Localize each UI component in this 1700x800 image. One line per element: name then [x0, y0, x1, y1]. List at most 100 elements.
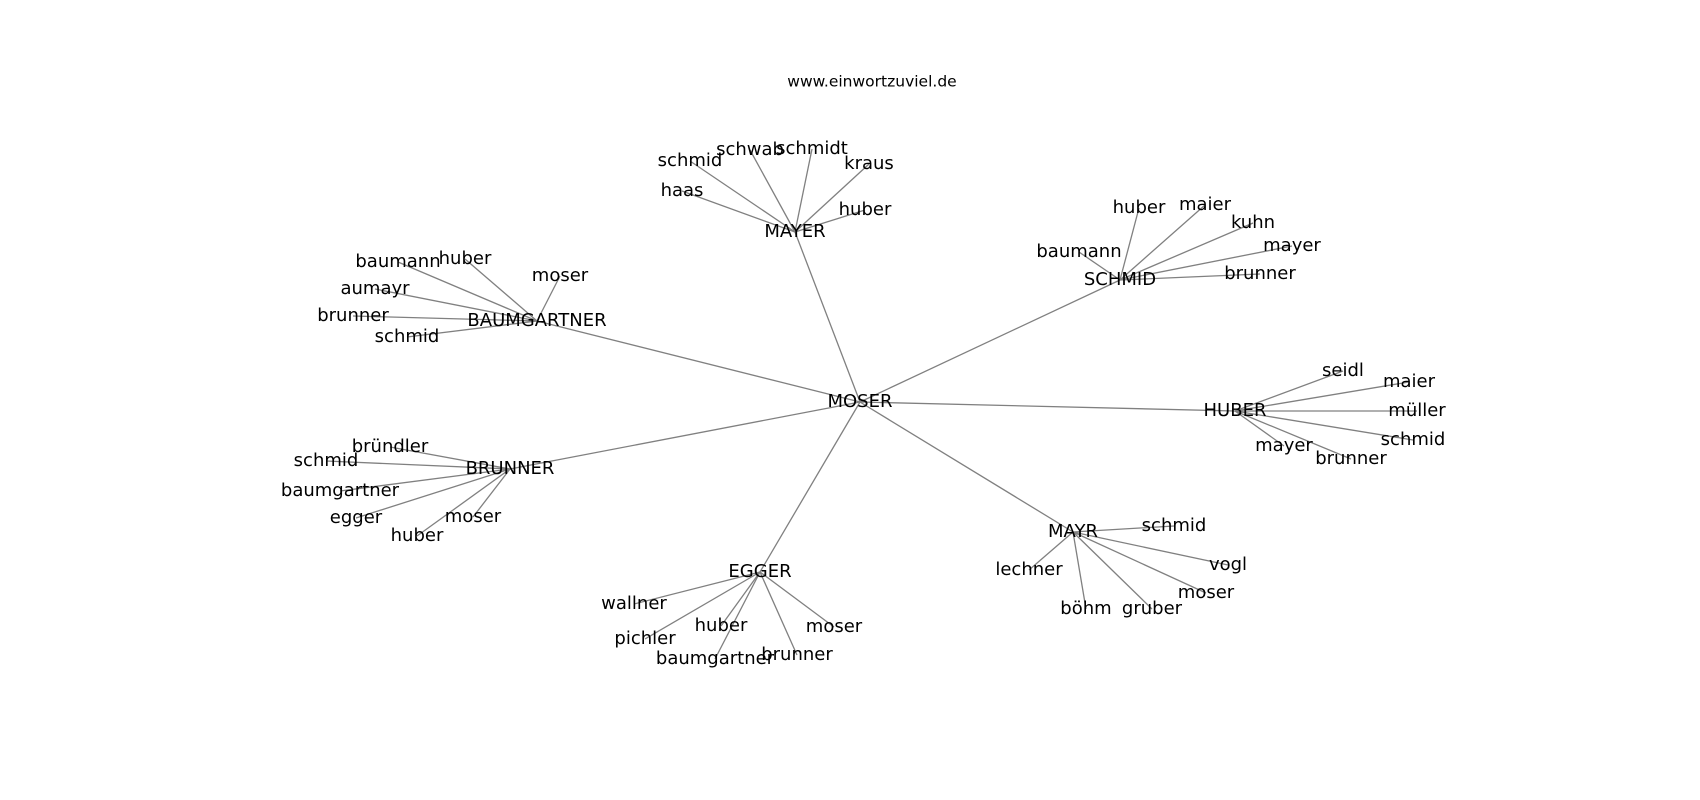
edge-center-schmid [859, 279, 1121, 403]
leaf-node: brunner [317, 305, 389, 326]
cluster-node-mayer: MAYER [764, 221, 825, 242]
leaf-node: aumayr [340, 278, 410, 299]
leaf-node: baumann [1036, 241, 1121, 262]
cluster-node-egger: EGGER [728, 561, 791, 582]
cluster-node-schmid: SCHMID [1084, 269, 1156, 290]
nodes: MOSERMAYERschmidschwabschmidtkraushaashu… [281, 138, 1446, 669]
edge-center-huber [859, 401, 1236, 412]
leaf-node: huber [695, 615, 748, 636]
edge-baumgartner-leaf [536, 275, 561, 322]
leaf-node: müller [1388, 400, 1446, 421]
leaf-node: baumgartner [281, 480, 400, 501]
leaf-node: brunner [761, 644, 833, 665]
edge-brunner-leaf [389, 446, 511, 470]
edge-schmid-leaf [1078, 251, 1121, 281]
edge-schmid-leaf [1119, 273, 1261, 281]
leaf-node: wallner [601, 593, 667, 614]
leaf-node: vogl [1209, 554, 1247, 575]
edge-schmid-leaf [1119, 245, 1293, 281]
edge-egger-leaf [759, 571, 798, 656]
edge-baumgartner-leaf [464, 258, 538, 322]
leaf-node: maier [1383, 371, 1436, 392]
edge-brunner-leaf [339, 468, 511, 492]
edge-egger-leaf [759, 571, 835, 628]
edge-center-egger [759, 401, 861, 573]
cluster-node-huber: HUBER [1204, 400, 1267, 421]
leaf-node: lechner [995, 559, 1063, 580]
leaf-node: huber [1113, 197, 1166, 218]
leaf-node: gruber [1122, 598, 1183, 619]
leaf-node: mayer [1255, 435, 1313, 456]
leaf-node: moser [806, 616, 863, 637]
edge-mayr-leaf [1072, 531, 1229, 566]
edge-mayer-leaf [689, 160, 796, 233]
edge-center-mayr [859, 401, 1074, 533]
edge-huber-leaf [1234, 410, 1285, 447]
edge-mayer-leaf [794, 163, 870, 233]
edge-mayr-leaf [1072, 531, 1207, 594]
edge-center-mayer [794, 231, 861, 403]
edge-mayr-leaf [1072, 531, 1087, 610]
leaf-node: egger [330, 507, 383, 528]
leaf-node: schwab [716, 139, 784, 160]
leaf-node: bründler [352, 436, 429, 457]
leaf-node: schmid [658, 150, 723, 171]
edge-mayr-leaf [1028, 531, 1074, 571]
leaf-node: schmid [1142, 515, 1207, 536]
leaf-node: pichler [614, 628, 676, 649]
edge-brunner-leaf [472, 468, 511, 518]
leaf-node: schmid [375, 326, 440, 347]
edges [325, 148, 1417, 660]
leaf-node: baumgartner [656, 648, 775, 669]
edge-schmid-leaf [1119, 222, 1254, 281]
leaf-node: böhm [1060, 598, 1111, 619]
edge-huber-leaf [1234, 370, 1344, 412]
edge-mayer-leaf [794, 148, 813, 233]
edge-mayer-leaf [749, 149, 796, 233]
center-node: MOSER [827, 391, 892, 412]
cluster-node-mayr: MAYR [1048, 521, 1098, 542]
edge-egger-leaf [714, 571, 761, 660]
edge-mayer-leaf [681, 190, 796, 233]
edge-baumgartner-leaf [406, 320, 538, 338]
edge-mayer-leaf [794, 209, 866, 233]
leaf-node: moser [445, 506, 502, 527]
edge-baumgartner-leaf [397, 261, 538, 322]
leaf-node: mayer [1263, 235, 1321, 256]
leaf-node: kuhn [1231, 212, 1275, 233]
leaf-node: brunner [1224, 263, 1296, 284]
edge-brunner-leaf [416, 468, 511, 537]
leaf-node: moser [1178, 582, 1235, 603]
leaf-node: huber [391, 525, 444, 546]
edge-egger-leaf [644, 571, 761, 640]
leaf-node: maier [1179, 194, 1232, 215]
edge-brunner-leaf [355, 468, 511, 519]
leaf-node: baumann [355, 251, 440, 272]
leaf-node: schmidt [776, 138, 848, 159]
edge-egger-leaf [720, 571, 761, 627]
edge-huber-leaf [1234, 381, 1410, 412]
edge-huber-leaf [1234, 410, 1414, 441]
leaf-node: moser [532, 265, 589, 286]
source-label: www.einwortzuviel.de [787, 73, 956, 91]
leaf-node: brunner [1315, 448, 1387, 469]
edge-center-brunner [509, 401, 861, 470]
edge-mayr-leaf [1072, 531, 1153, 610]
leaf-node: schmid [1381, 429, 1446, 450]
leaf-node: schmid [294, 450, 359, 471]
edge-baumgartner-leaf [352, 315, 538, 322]
leaf-node: haas [661, 180, 704, 201]
edge-center-baumgartner [536, 320, 861, 403]
leaf-node: seidl [1322, 360, 1364, 381]
edge-schmid-leaf [1119, 207, 1140, 281]
edge-schmid-leaf [1119, 204, 1206, 281]
cluster-node-brunner: BRUNNER [466, 458, 555, 479]
edge-brunner-leaf [325, 460, 511, 470]
leaf-node: kraus [844, 153, 894, 174]
leaf-node: huber [839, 199, 892, 220]
edge-mayr-leaf [1072, 525, 1175, 533]
leaf-node: huber [439, 248, 492, 269]
edge-baumgartner-leaf [374, 288, 538, 322]
edge-egger-leaf [633, 571, 761, 605]
